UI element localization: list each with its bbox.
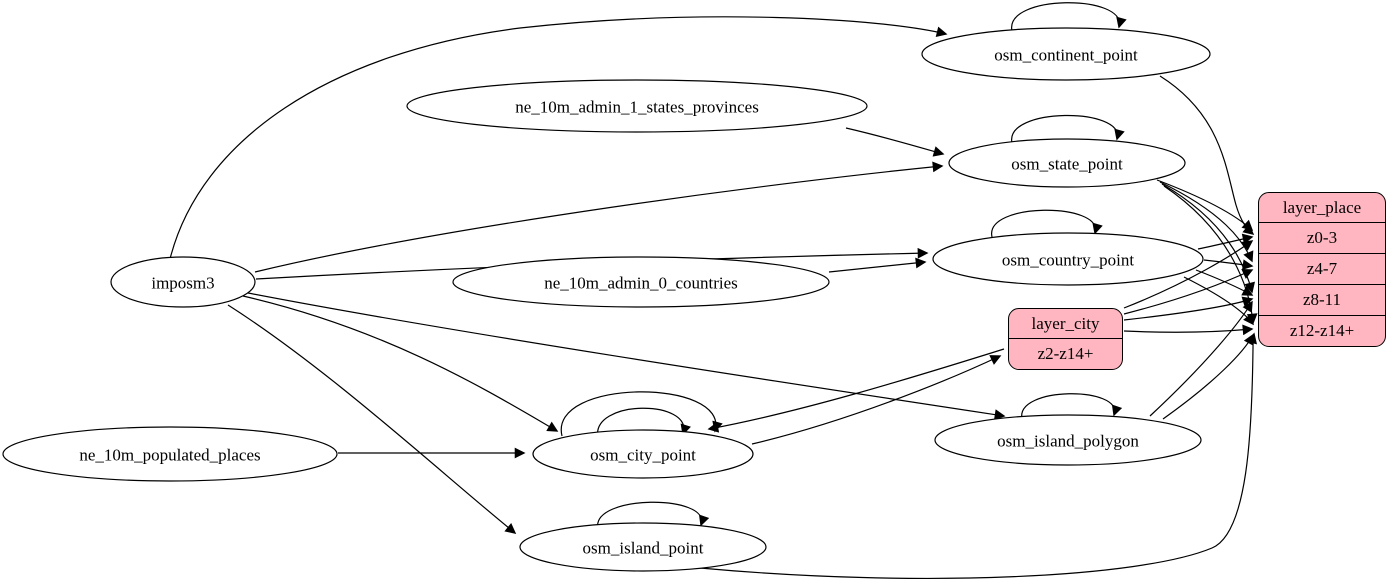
edge-imposm3-osm_island_polygon xyxy=(247,292,1006,420)
edge-ne_10m_admin_1_states_provinces-osm_state_point xyxy=(845,127,945,157)
node-ellipse-osm_city_point xyxy=(532,429,754,479)
edge-osm_country_point-z12-z14 xyxy=(1183,276,1254,326)
node-ellipse-osm_state_point xyxy=(948,138,1186,188)
node-label-ne_10m_admin_0_countries: ne_10m_admin_0_countries xyxy=(544,273,738,293)
loop-osm_island_polygon xyxy=(1021,393,1123,420)
record-layer_city-title: layer_city xyxy=(1031,314,1100,333)
node-label-osm_island_point: osm_island_point xyxy=(582,538,704,558)
record-layer_city: layer_city z2-z14+ xyxy=(1008,308,1123,370)
edge-imposm3-osm_continent_point xyxy=(169,16,948,260)
edge-layer_city-z12-z14 xyxy=(1123,324,1254,336)
loop-osm_country_point xyxy=(991,209,1103,238)
record-layer_place-title: layer_place xyxy=(1282,198,1362,217)
node-ellipse-osm_country_point xyxy=(932,232,1204,286)
edge-osm_state_point-z8-11 xyxy=(1161,183,1255,294)
edge-osm_city_point-layer_city xyxy=(751,355,1002,445)
node-ellipse-ne_10m_admin_1_states_provinces xyxy=(406,79,868,133)
edge-osm_country_point-z4-7 xyxy=(1203,259,1254,271)
edge-imposm3-osm_island_point xyxy=(227,304,517,534)
edge-imposm3-osm_city_point xyxy=(242,295,559,432)
loop-osm_continent_point xyxy=(1011,2,1127,32)
record-layer_place-row-z0-3: z0-3 xyxy=(1259,222,1385,253)
edge-osm_island_polygon-z8-11 xyxy=(1149,300,1253,417)
node-label-osm_country_point: osm_country_point xyxy=(1001,250,1135,270)
loop-osm_state_point xyxy=(1011,114,1125,144)
edge-ne_10m_admin_0_countries-osm_country_point xyxy=(828,257,927,273)
edge-layer_city-osm_city_point xyxy=(707,348,1005,433)
edge-osm_country_point-z8-11 xyxy=(1195,269,1254,296)
edge-layer_city-z0-3 xyxy=(1123,240,1254,309)
node-label-osm_city_point: osm_city_point xyxy=(590,445,696,465)
node-ellipse-ne_10m_populated_places xyxy=(2,426,338,482)
edge-imposm3-osm_state_point xyxy=(254,161,944,273)
node-ellipse-imposm3 xyxy=(110,256,256,308)
edge-osm_country_point-z0-3 xyxy=(1197,233,1254,250)
record-layer_place-row-z4-7: z4-7 xyxy=(1259,253,1385,284)
edge-osm_island_point-z12-z14 xyxy=(699,332,1257,580)
record-layer_place-row-z12-z14: z12-z14+ xyxy=(1259,315,1385,346)
loop-osm_island_point xyxy=(597,501,710,530)
edge-osm_state_point-z4-7 xyxy=(1159,181,1254,263)
node-ellipse-osm_continent_point xyxy=(921,27,1211,81)
edge-layer_city-z8-11 xyxy=(1123,296,1254,321)
loop-osm_city_point-outer xyxy=(560,391,723,437)
node-label-imposm3: imposm3 xyxy=(151,273,215,293)
node-label-osm_continent_point: osm_continent_point xyxy=(994,45,1138,65)
edge-osm_island_polygon-z12-z14 xyxy=(1162,333,1254,420)
edge-layer_city-z4-7 xyxy=(1123,269,1254,315)
record-layer_city-row-z2-z14: z2-z14+ xyxy=(1009,338,1122,369)
loop-osm_city_point-inner xyxy=(597,407,691,439)
edge-osm_state_point-z0-3 xyxy=(1156,179,1254,232)
node-ellipse-ne_10m_admin_0_countries xyxy=(452,256,830,308)
node-label-osm_state_point: osm_state_point xyxy=(1011,154,1123,174)
node-ellipse-osm_island_point xyxy=(519,522,767,572)
node-label-ne_10m_admin_1_states_provinces: ne_10m_admin_1_states_provinces xyxy=(515,97,759,117)
record-layer_place-row-z8-11: z8-11 xyxy=(1259,284,1385,315)
node-label-ne_10m_populated_places: ne_10m_populated_places xyxy=(79,445,261,465)
node-ellipse-osm_island_polygon xyxy=(934,414,1202,466)
node-label-osm_island_polygon: osm_island_polygon xyxy=(997,431,1139,451)
record-layer_place: layer_place z0-3 z4-7 z8-11 z12-z14+ xyxy=(1258,192,1386,347)
